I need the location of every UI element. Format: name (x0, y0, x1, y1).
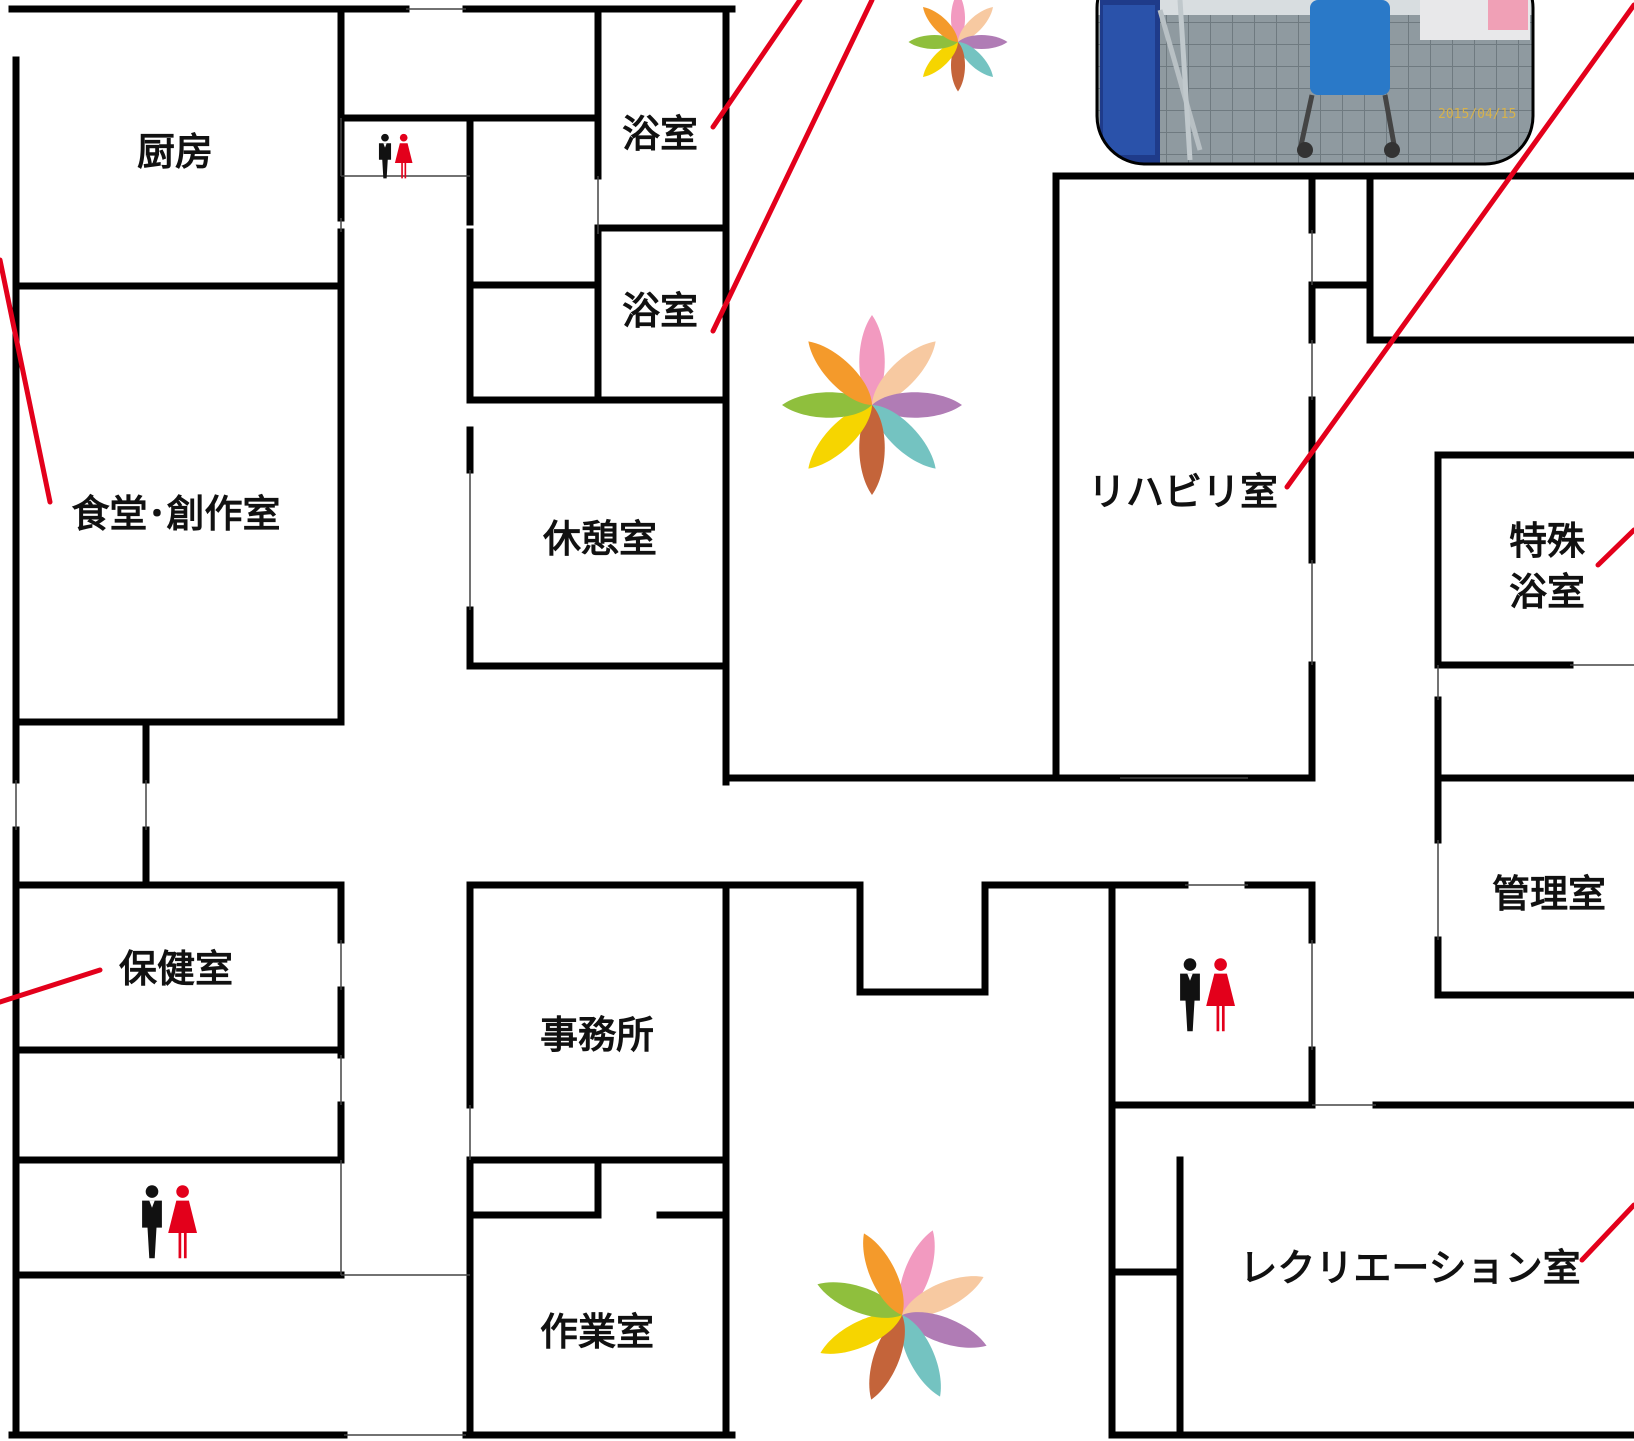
leader-line (1579, 1202, 1634, 1263)
label-lounge: 休憩室 (542, 517, 657, 561)
male-female-restroom-icon (1180, 958, 1235, 1032)
room-labels: 厨房 食堂･創作室 浴室 浴室 休憩室 リハビリ室 特殊 浴室 管理室 保健室 … (71, 112, 1606, 1354)
label-recreation: レクリエーション室 (1239, 1246, 1580, 1290)
leader-line (1595, 527, 1634, 568)
bathroom-photo: 2015/04/15 (1095, 0, 1535, 166)
thin-walls (15, 8, 1634, 1436)
label-kitchen: 厨房 (137, 130, 213, 174)
label-bath-1: 浴室 (622, 112, 698, 156)
walls (8, 5, 1634, 1439)
label-management: 管理室 (1492, 872, 1606, 916)
label-bath-2: 浴室 (622, 289, 698, 333)
label-office: 事務所 (540, 1013, 654, 1057)
leader-line (710, 0, 803, 130)
label-health: 保健室 (119, 947, 233, 991)
flower-logo-icon (813, 1226, 991, 1404)
male-female-restroom-icon (142, 1185, 197, 1259)
label-special-bath-line2: 浴室 (1509, 570, 1585, 614)
leader-line (710, 0, 875, 334)
label-workroom: 作業室 (540, 1310, 654, 1354)
leader-line (0, 967, 103, 1005)
photo-date-stamp: 2015/04/15 (1438, 107, 1516, 122)
label-rehab: リハビリ室 (1088, 470, 1278, 514)
male-female-restroom-icon (378, 133, 413, 179)
label-dining: 食堂･創作室 (71, 492, 280, 536)
label-special-bath-line1: 特殊 (1509, 519, 1586, 563)
leader-line (0, 257, 53, 505)
leader-lines (0, 0, 1634, 1263)
leader-line (1284, 2, 1634, 490)
flower-logo-icon (908, 0, 1008, 92)
flower-logo-icon (782, 315, 962, 495)
